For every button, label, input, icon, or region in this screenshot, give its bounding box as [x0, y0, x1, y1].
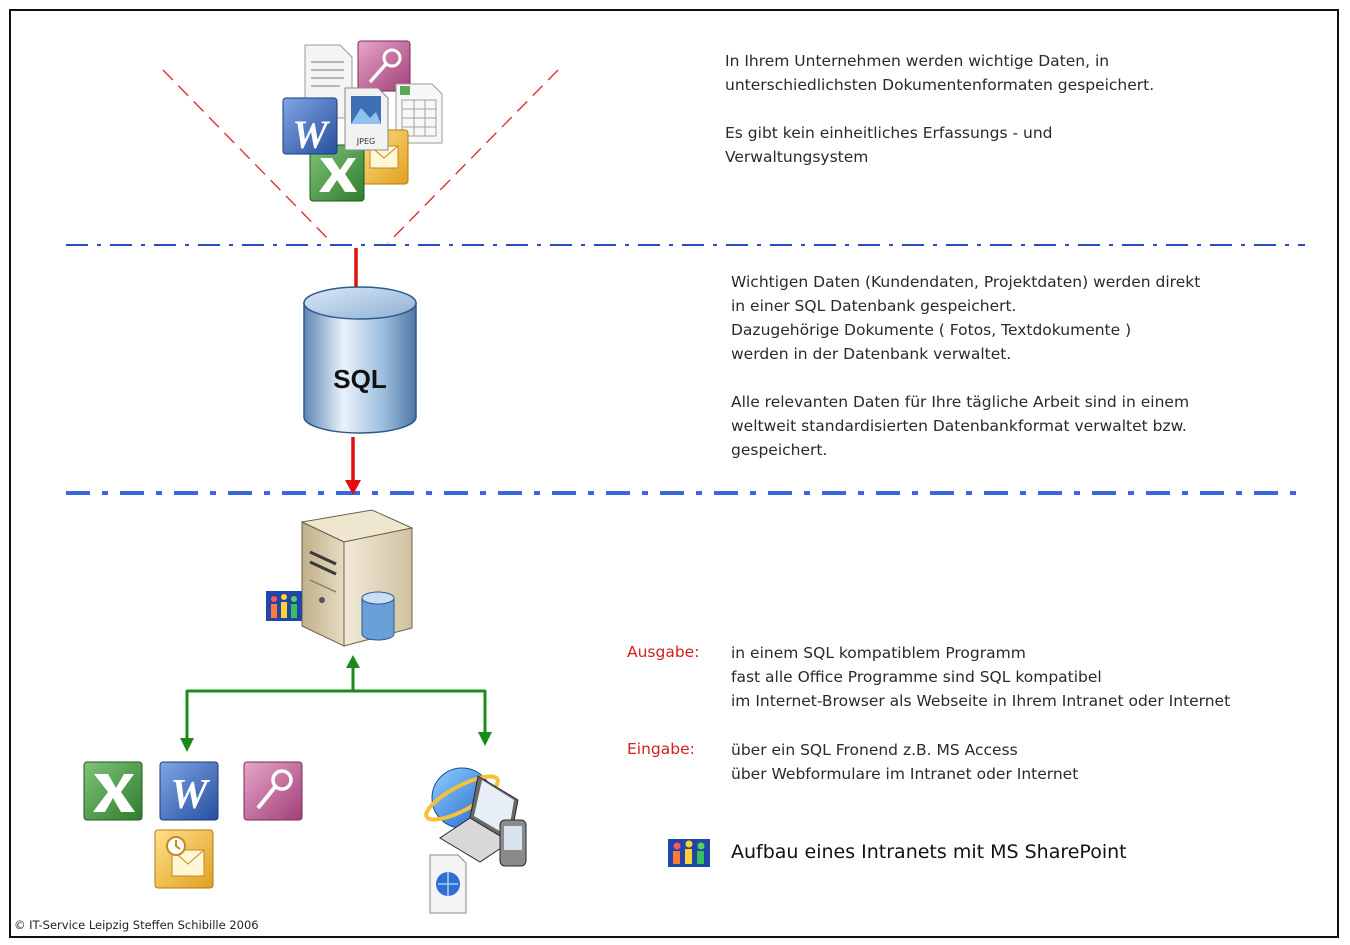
middle-line-5 [731, 366, 1200, 390]
top-line-4: Es gibt kein einheitliches Erfassungs - … [725, 124, 1053, 142]
word-letter-bottom: W [170, 772, 210, 818]
green-connectors [180, 655, 492, 752]
word-letter-top: W [292, 112, 330, 157]
jpeg-image-icon [344, 87, 389, 151]
sharepoint-title: Aufbau eines Intranets mit MS SharePoint [731, 841, 1127, 863]
middle-line-6: Alle relevanten Daten für Ihre tägliche … [731, 393, 1190, 411]
jpeg-label: JPEG [356, 137, 375, 146]
middle-line-3: Dazugehörige Dokumente ( Fotos, Textdoku… [731, 321, 1132, 339]
access-icon [357, 40, 411, 92]
eingabe-line-1: über ein SQL Fronend z.B. MS Access [731, 741, 1018, 759]
middle-line-2: in einer SQL Datenbank gespeichert. [731, 297, 1017, 315]
sharepoint-icon-title [668, 839, 710, 867]
middle-line-7: weltweit standardisierten Datenbankforma… [731, 417, 1187, 435]
word-icon-top [282, 97, 338, 155]
ausgabe-line-2: fast alle Office Programme sind SQL komp… [731, 668, 1102, 686]
middle-line-1: Wichtigen Daten (Kundendaten, Projektdat… [731, 273, 1201, 291]
copyright-notice: © IT-Service Leipzig Steffen Schibille 2… [14, 918, 259, 932]
eingabe-text: über ein SQL Fronend z.B. MS Access über… [731, 738, 1078, 786]
middle-description: Wichtigen Daten (Kundendaten, Projektdat… [731, 270, 1200, 462]
ausgabe-label: Ausgabe: [627, 643, 700, 661]
top-line-1: In Ihrem Unternehmen werden wichtige Dat… [725, 52, 1110, 70]
sql-database-icon [303, 286, 417, 434]
ausgabe-line-3: im Internet-Browser als Webseite in Ihre… [731, 692, 1231, 710]
top-line-3 [725, 97, 1154, 121]
sharepoint-icon-server [266, 591, 302, 621]
diagram-frame [9, 9, 1339, 938]
eingabe-label: Eingabe: [627, 740, 695, 758]
funnel-dashed-lines [162, 69, 559, 244]
server-icon [300, 509, 414, 647]
pda-icon [499, 819, 527, 867]
top-description: In Ihrem Unternehmen werden wichtige Dat… [725, 49, 1154, 169]
word-icon-bottom [159, 761, 219, 821]
middle-line-4: werden in der Datenbank verwaltet. [731, 345, 1012, 363]
arrow-db-to-server [345, 437, 361, 495]
excel-x-mark-top [319, 158, 357, 192]
access-icon-bottom [243, 761, 303, 821]
outlook-icon-bottom [154, 829, 214, 889]
ausgabe-line-1: in einem SQL kompatiblem Programm [731, 644, 1026, 662]
middle-line-8: gespeichert. [731, 441, 828, 459]
sql-label: SQL [333, 364, 387, 394]
eingabe-line-2: über Webformulare im Intranet oder Inter… [731, 765, 1079, 783]
excel-x-mark-bottom [93, 774, 135, 812]
web-document-icon [429, 854, 467, 914]
top-line-2: unterschiedlichsten Dokumentenformaten g… [725, 76, 1155, 94]
top-line-5: Verwaltungsystem [725, 148, 869, 166]
ausgabe-text: in einem SQL kompatiblem Programm fast a… [731, 641, 1230, 713]
